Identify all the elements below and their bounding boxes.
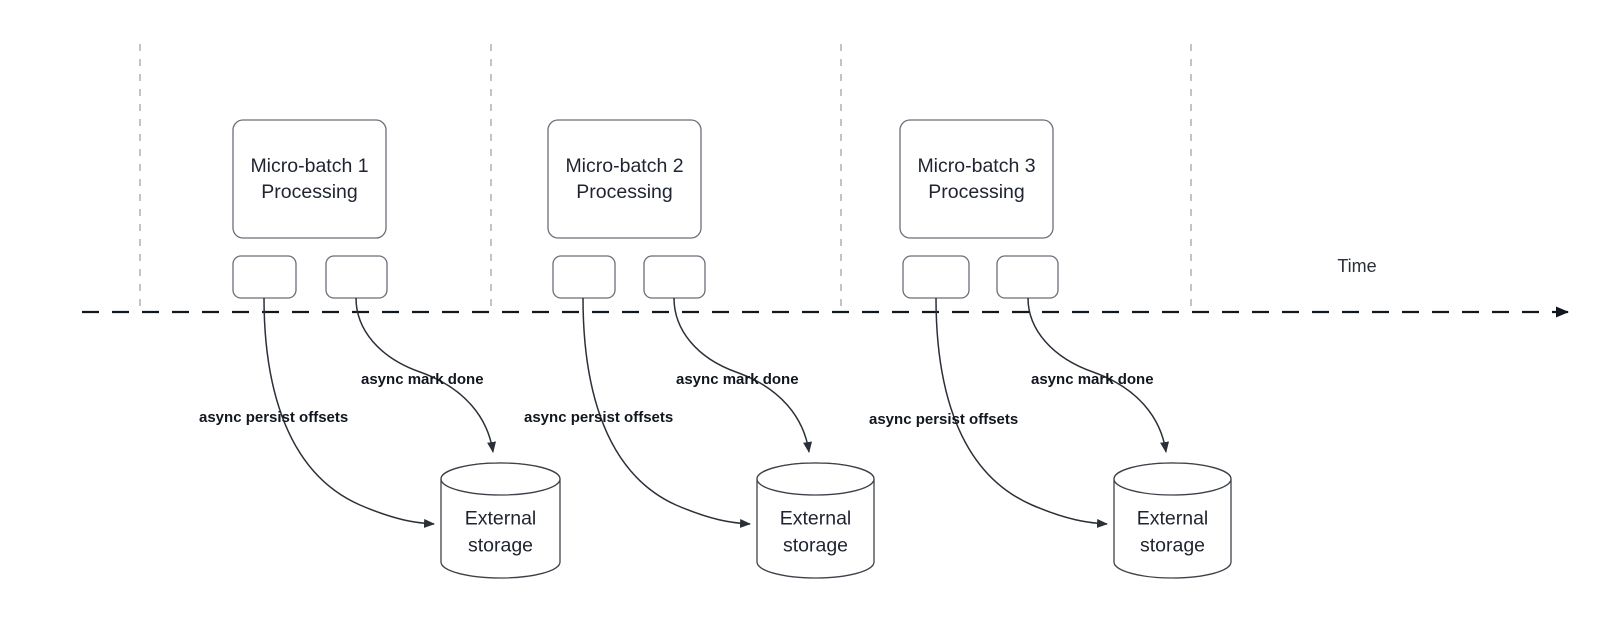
edge-async-persist-offsets-label: async persist offsets [869, 411, 1018, 428]
mini-box-mark[interactable] [325, 255, 388, 299]
mini-box-mark[interactable] [643, 255, 706, 299]
edge-async-persist-offsets-label: async persist offsets [524, 409, 673, 426]
edge-async-persist-offsets [935, 297, 1108, 528]
edge-async-persist-offsets [582, 297, 751, 528]
edge-async-mark-done-label: async mark done [676, 371, 799, 388]
micro-batch-label-line2: Processing [928, 181, 1024, 203]
external-storage-label-line1: External [780, 508, 852, 530]
mini-box-persist[interactable] [232, 255, 297, 299]
external-storage-label-line2: storage [1140, 535, 1205, 557]
external-storage-cylinder-top [1113, 462, 1232, 496]
external-storage-label-line2: storage [468, 535, 533, 557]
external-storage-cylinder-top [756, 462, 875, 496]
edge-async-mark-done [1027, 297, 1169, 453]
edge-async-persist-offsets-label: async persist offsets [199, 409, 348, 426]
micro-batch-label-line2: Processing [261, 181, 357, 203]
micro-batch-box[interactable] [899, 119, 1054, 239]
micro-batch-label-line1: Micro-batch 2 [565, 155, 683, 177]
external-storage-label-line2: storage [783, 535, 848, 557]
external-storage-label-line1: External [465, 508, 537, 530]
external-storage-cylinder-top [440, 462, 561, 496]
edge-async-mark-done [673, 297, 812, 453]
micro-batch-label-line1: Micro-batch 1 [250, 155, 368, 177]
edge-async-mark-done [355, 297, 496, 453]
micro-batch-box[interactable] [232, 119, 387, 239]
edge-async-mark-done-label: async mark done [361, 371, 484, 388]
micro-batch-label-line2: Processing [576, 181, 672, 203]
mini-box-mark[interactable] [996, 255, 1059, 299]
mini-box-persist[interactable] [902, 255, 970, 299]
micro-batch-label-line1: Micro-batch 3 [917, 155, 1035, 177]
edge-async-persist-offsets [263, 297, 435, 528]
edge-async-mark-done-label: async mark done [1031, 371, 1154, 388]
mini-box-persist[interactable] [552, 255, 616, 299]
time-axis-label: Time [1337, 256, 1376, 276]
external-storage-label-line1: External [1137, 508, 1209, 530]
micro-batch-box[interactable] [547, 119, 702, 239]
